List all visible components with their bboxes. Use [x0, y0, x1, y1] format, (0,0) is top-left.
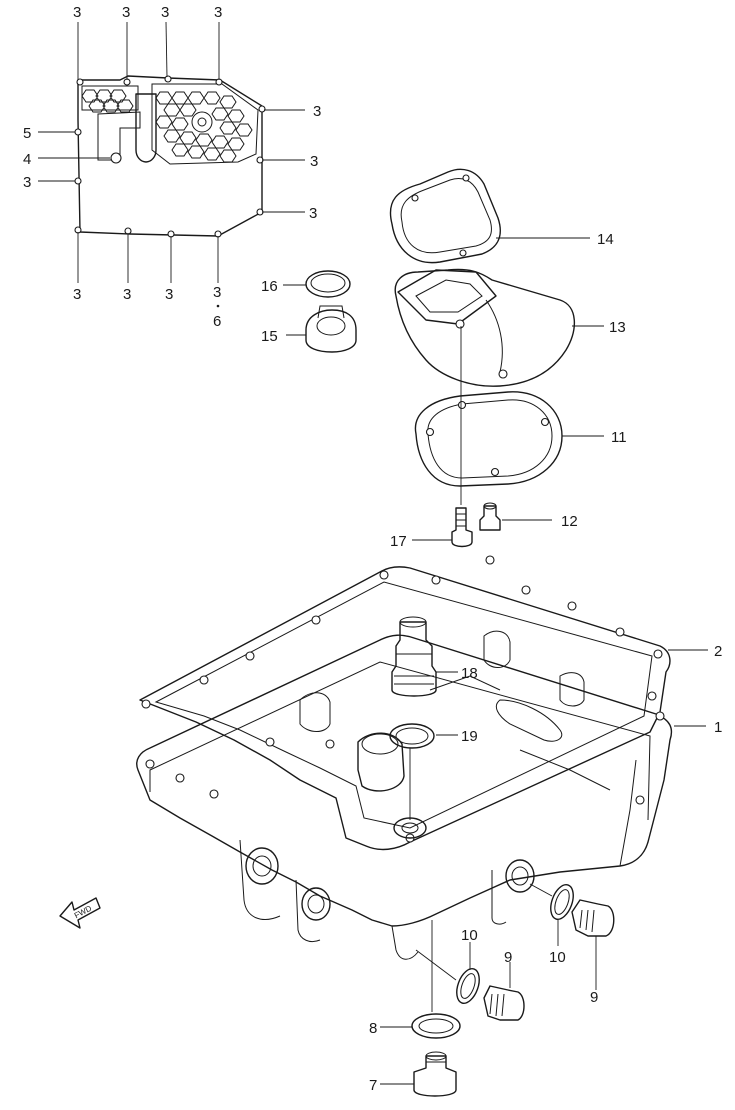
part-2-oil-pan-gasket — [139, 555, 708, 851]
callout-7: 7 — [369, 1077, 377, 1094]
callout-3: 3 — [310, 153, 318, 170]
callout-labels: 3 3 3 3 3 3 3 5 4 3 3 3 3 3 6 14 16 15 1… — [23, 4, 722, 1094]
callout-3: 3 — [123, 286, 131, 303]
part-10-washer-left — [415, 942, 480, 1004]
callout-6: 6 — [213, 313, 221, 330]
strainer-gasket-inset — [74, 75, 266, 238]
part-11-cover-gasket — [414, 391, 604, 487]
part-14-gasket — [389, 168, 590, 264]
callout-1: 1 — [714, 719, 722, 736]
callout-14: 14 — [597, 231, 614, 248]
fwd-arrow-icon: FWD — [59, 897, 101, 929]
callout-19: 19 — [461, 728, 478, 745]
callout-3: 3 — [23, 174, 31, 191]
callout-separator-dot — [216, 304, 220, 308]
callout-3: 3 — [309, 205, 317, 222]
callout-3: 3 — [214, 4, 222, 21]
part-9-plug-left — [483, 962, 525, 1021]
callout-12: 12 — [561, 513, 578, 530]
callout-10: 10 — [549, 949, 566, 966]
callout-3: 3 — [73, 286, 81, 303]
part-16-o-ring — [283, 270, 351, 298]
part-8-washer — [380, 920, 461, 1039]
part-9-plug-right — [571, 899, 615, 990]
part-12-bolt — [479, 502, 552, 531]
callout-3: 3 — [165, 286, 173, 303]
screen-mesh-right — [151, 83, 259, 165]
callout-3: 3 — [73, 4, 81, 21]
callout-5: 5 — [23, 125, 31, 142]
screen-mesh-left — [81, 85, 139, 113]
gasket-2-bolt-holes — [141, 555, 663, 843]
callout-3: 3 — [213, 284, 221, 301]
part-13-oil-cover — [394, 268, 604, 387]
part-18-pressure-switch — [391, 616, 458, 697]
callout-9: 9 — [590, 989, 598, 1006]
callout-3: 3 — [122, 4, 130, 21]
callout-8: 8 — [369, 1020, 377, 1037]
part-17-bolt — [412, 507, 473, 548]
part-10-washer-right — [529, 883, 574, 946]
part-1-oil-pan — [136, 630, 706, 960]
part-15-seal — [286, 305, 357, 353]
inset-leader-lines — [38, 21, 305, 283]
callout-3: 3 — [313, 103, 321, 120]
callout-4: 4 — [23, 151, 31, 168]
gasket-small-hole — [110, 152, 122, 164]
callout-15: 15 — [261, 328, 278, 345]
callout-10: 10 — [461, 927, 478, 944]
callout-16: 16 — [261, 278, 278, 295]
part-7-drain-bolt — [380, 1051, 457, 1097]
part-19-o-ring — [389, 723, 458, 820]
callout-9: 9 — [504, 949, 512, 966]
callout-18: 18 — [461, 665, 478, 682]
callout-2: 2 — [714, 643, 722, 660]
callout-3: 3 — [161, 4, 169, 21]
callout-13: 13 — [609, 319, 626, 336]
callout-11: 11 — [611, 429, 627, 446]
callout-17: 17 — [390, 533, 407, 550]
